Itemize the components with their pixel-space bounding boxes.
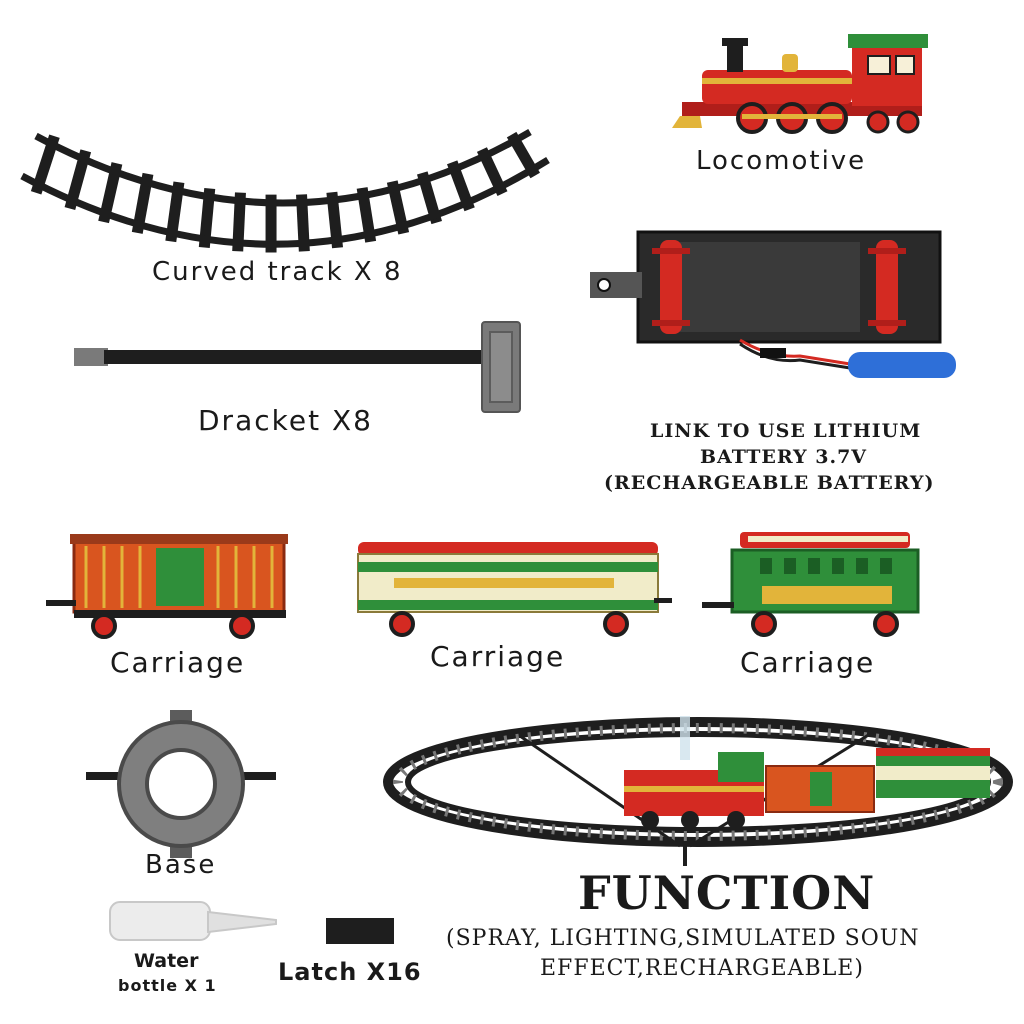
- track-tie: [447, 160, 475, 212]
- track-tie: [64, 149, 92, 211]
- assembled-train-set-image: [383, 716, 1013, 866]
- latch-image: [326, 918, 394, 944]
- function-title: FUNCTION: [578, 866, 876, 920]
- battery-note-line3: (RECHARGEABLE BATTERY): [604, 472, 935, 494]
- track-tie: [198, 187, 216, 249]
- track-tie: [476, 147, 508, 196]
- track-tie: [506, 131, 541, 179]
- battery-note-line1: LINK TO USE LITHIUM: [650, 420, 922, 442]
- bracket-label: Dracket X8: [198, 404, 373, 437]
- base-image: [86, 710, 276, 858]
- chassis-battery-image: [590, 230, 956, 378]
- caboose-image: [702, 532, 920, 637]
- track-tie: [30, 134, 60, 195]
- boxcar-image: [46, 534, 288, 639]
- water-bottle-image: [109, 901, 277, 941]
- carriage-2-label: Carriage: [430, 640, 566, 673]
- bracket-image: [74, 321, 521, 413]
- track-tie: [131, 172, 154, 234]
- track-tie: [98, 162, 123, 224]
- water-bottle-label-line2: bottle X 1: [118, 976, 217, 995]
- carriage-1-label: Carriage: [110, 646, 246, 679]
- track-tie: [326, 191, 344, 249]
- water-bottle-label-line1: Water: [134, 950, 199, 972]
- base-label: Base: [145, 850, 217, 880]
- passenger-car-image: [357, 542, 672, 637]
- track-tie: [165, 181, 185, 243]
- function-description-line1: (SPRAY, LIGHTING,SIMULATED SOUN: [446, 926, 920, 951]
- function-description-line2: EFFECT,RECHARGEABLE): [540, 956, 864, 981]
- locomotive-image: [672, 34, 928, 134]
- locomotive-label: Locomotive: [696, 146, 867, 176]
- track-tie: [296, 194, 310, 252]
- track-tie: [386, 180, 410, 235]
- track-tie: [356, 187, 377, 243]
- battery-note-line2: BATTERY 3.7V: [700, 446, 868, 468]
- latch-label: Latch X16: [278, 958, 422, 986]
- track-tie: [416, 171, 442, 225]
- carriage-3-label: Carriage: [740, 646, 876, 679]
- curved-track-label: Curved track X 8: [152, 257, 403, 287]
- track-tie: [232, 192, 246, 252]
